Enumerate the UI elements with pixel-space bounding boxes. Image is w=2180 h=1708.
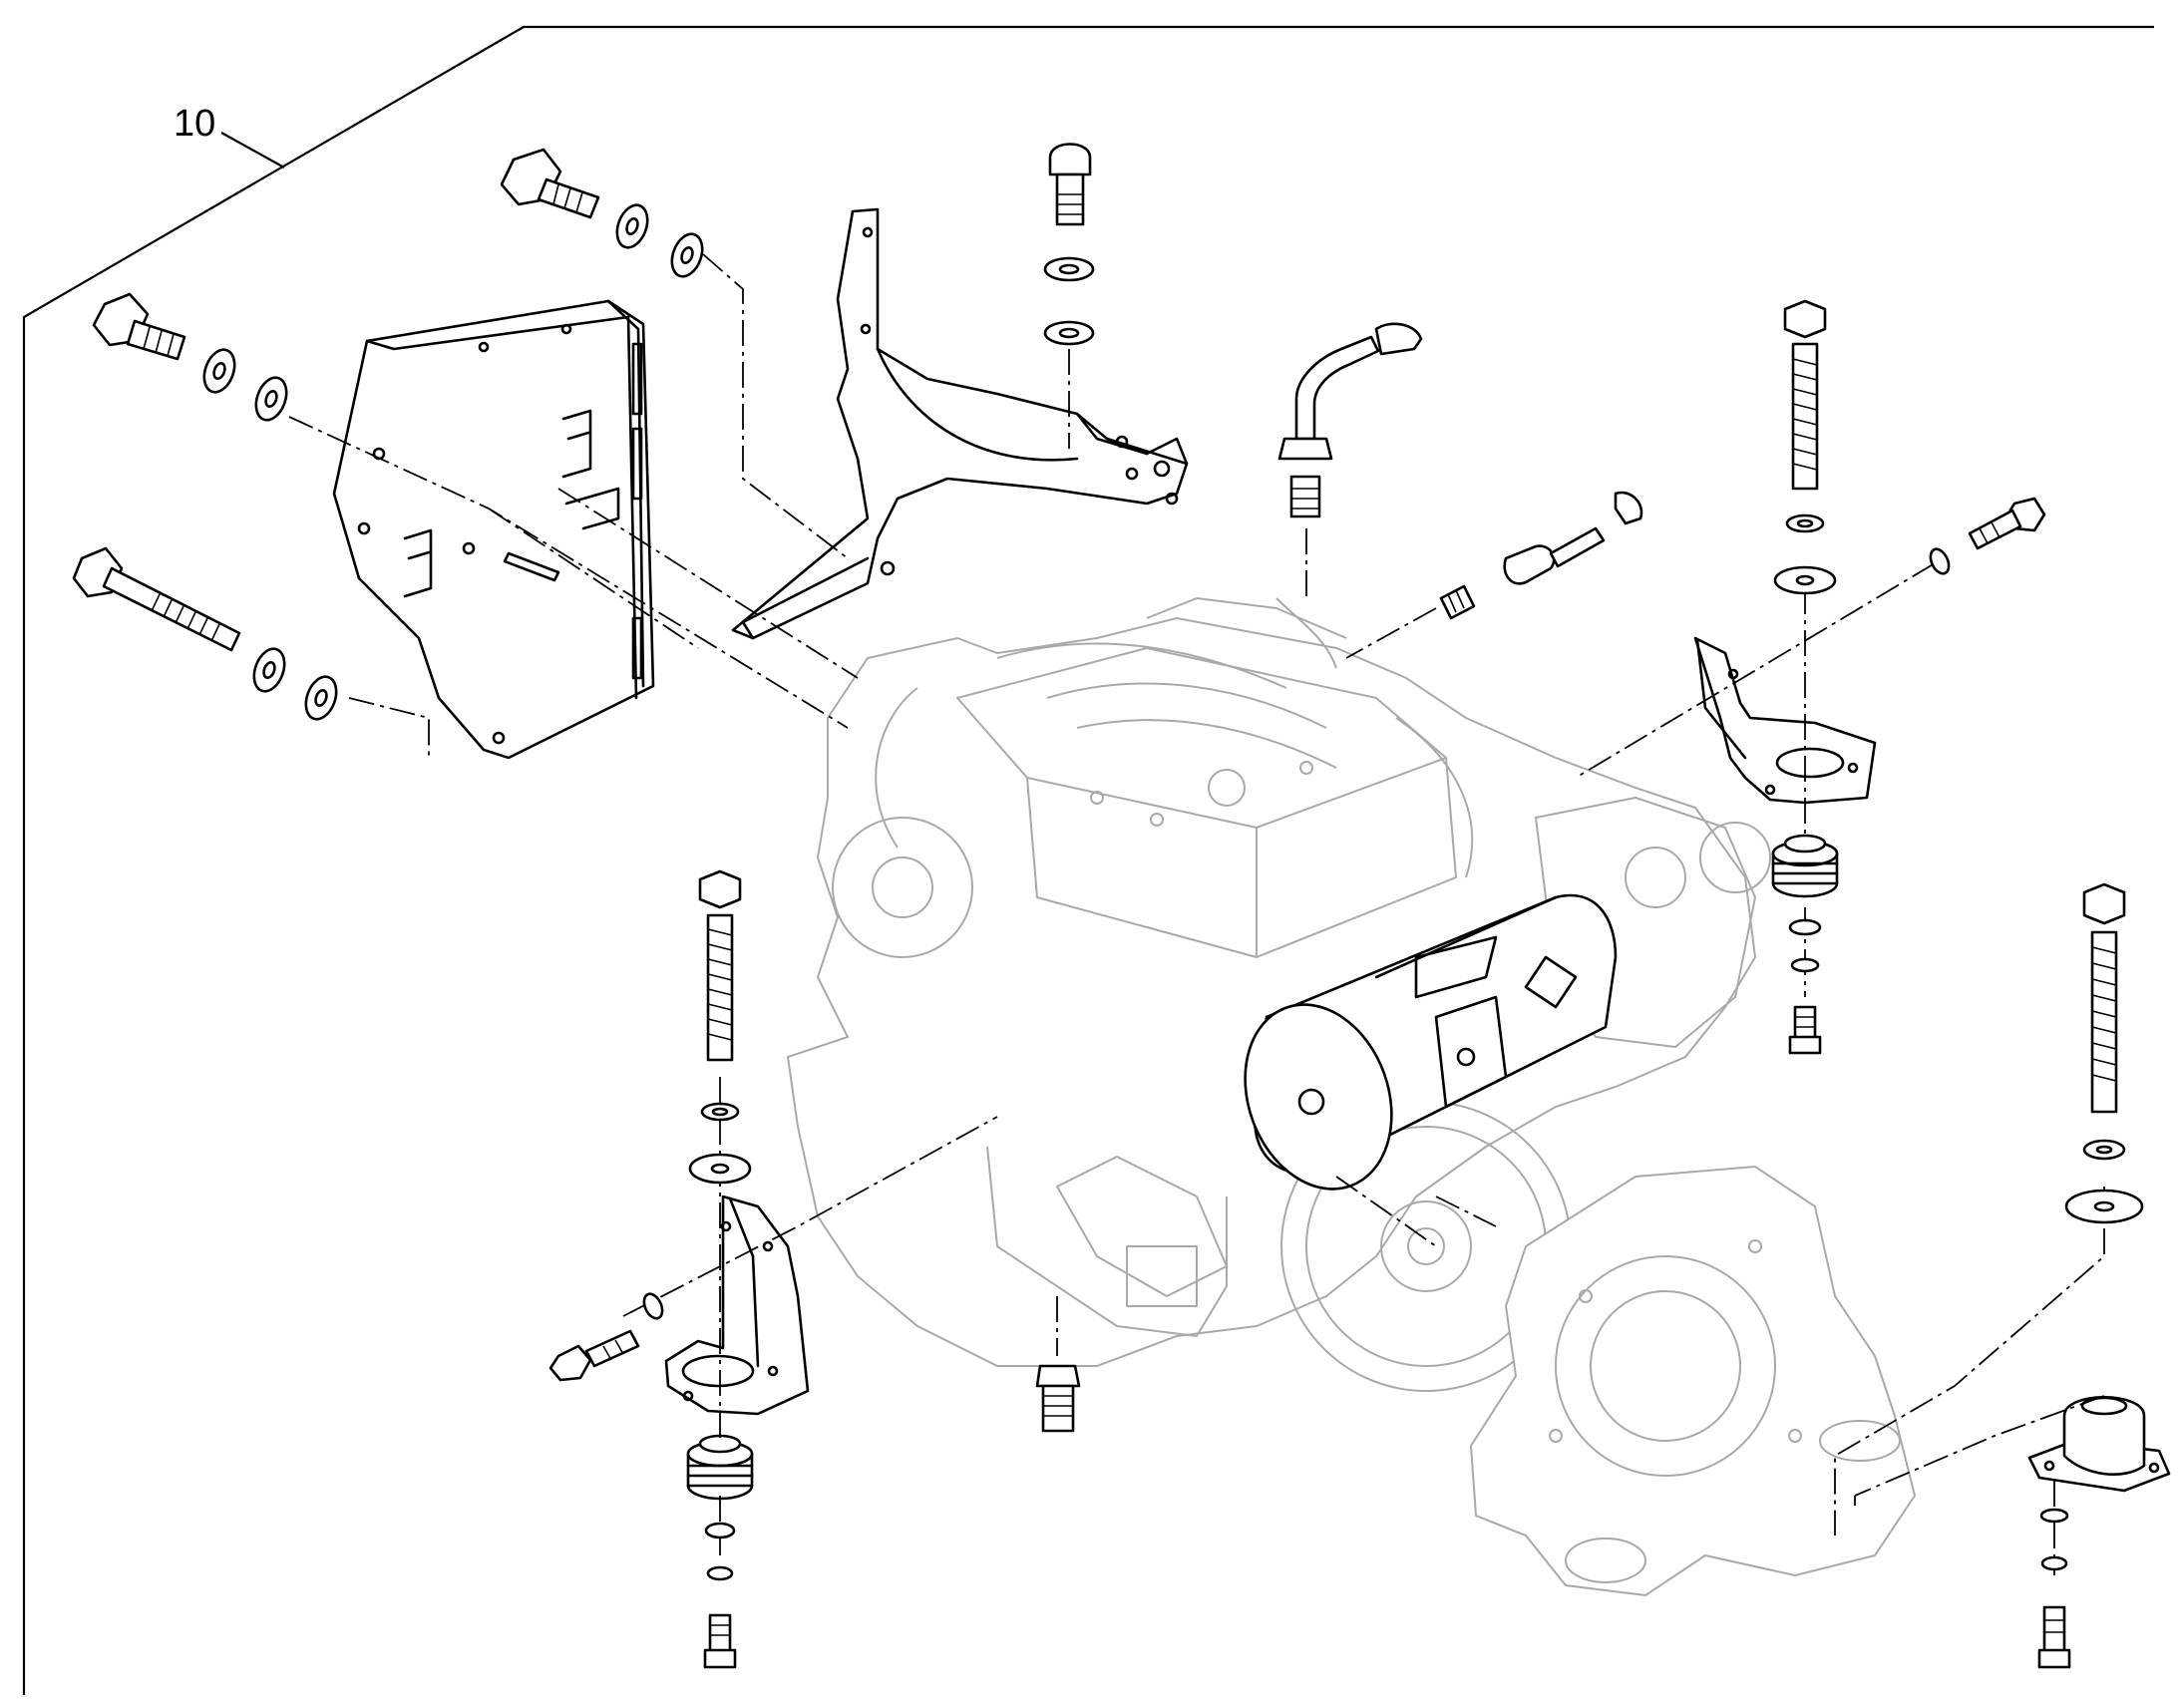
washer-right-lower-mount-a: [2039, 1508, 2069, 1524]
right-engine-mount-bracket: [1693, 636, 1877, 805]
washer-right-mount-a: [1788, 918, 1822, 936]
bolt-upper-left-2: [92, 292, 186, 361]
drain-fitting-lower: [1035, 1364, 1081, 1433]
hose-fitting-side: [1439, 491, 1643, 620]
washer-top-vertical-b: [1043, 320, 1095, 346]
bolt-right-horizontal: [1968, 497, 2046, 550]
washer-right-lower-b: [2064, 1189, 2144, 1224]
stud-right-upper: [1791, 342, 1819, 491]
washer-right-horizontal: [1929, 547, 1951, 575]
flywheel-housing-plate: [1469, 1165, 1917, 1597]
bolt-top-vertical: [1048, 143, 1092, 226]
washer-top-vertical-a: [1043, 256, 1095, 282]
rubber-mount-right-lower: [2027, 1395, 2171, 1493]
bolt-left-horizontal: [548, 1329, 640, 1382]
washer-left-b: [688, 1153, 752, 1185]
bolt-left-mount: [703, 1613, 737, 1669]
nut-right-upper: [1783, 299, 1827, 339]
bolt-right-mount: [1788, 1005, 1822, 1055]
upper-support-bracket: [731, 207, 1189, 640]
washer-right-lower-a: [2082, 1139, 2126, 1161]
washer-long-bolt-b: [304, 675, 338, 721]
nut-left: [698, 869, 742, 909]
nut-right-lower: [2082, 882, 2126, 925]
side-mounting-plate: [332, 299, 655, 760]
washer-left-horizontal: [642, 1292, 664, 1320]
rubber-mount-left: [686, 1434, 754, 1501]
washer-right-upper-b: [1773, 565, 1837, 595]
washer-upper-left-1a: [615, 203, 649, 249]
washer-left-mount-b: [706, 1565, 734, 1581]
rubber-mount-right-upper: [1771, 834, 1839, 898]
washer-left-mount-a: [704, 1522, 736, 1539]
washer-upper-left-1b: [670, 232, 704, 278]
long-bolt-left: [72, 546, 241, 652]
washer-upper-left-2a: [202, 348, 236, 394]
washer-upper-left-2b: [254, 376, 288, 422]
exhaust-muffler: [1244, 893, 1618, 1191]
washer-right-mount-b: [1790, 957, 1820, 973]
left-engine-mount-bracket: [664, 1195, 810, 1416]
assembly-centerlines: [288, 253, 2105, 1575]
washer-right-upper-a: [1785, 513, 1825, 533]
washer-left-a: [700, 1102, 740, 1122]
stud-left: [706, 913, 734, 1062]
stud-right-lower: [2090, 930, 2118, 1114]
bolt-right-lower-mount: [2037, 1605, 2071, 1669]
washer-right-lower-mount-b: [2040, 1555, 2068, 1571]
assembly-frame: [22, 25, 2154, 1695]
engine-block: [786, 597, 1771, 1392]
washer-long-bolt-a: [252, 647, 286, 693]
bent-pipe-fitting: [1277, 322, 1423, 518]
callout-number-10: 10: [174, 103, 215, 145]
bolt-upper-left-1: [500, 148, 600, 219]
